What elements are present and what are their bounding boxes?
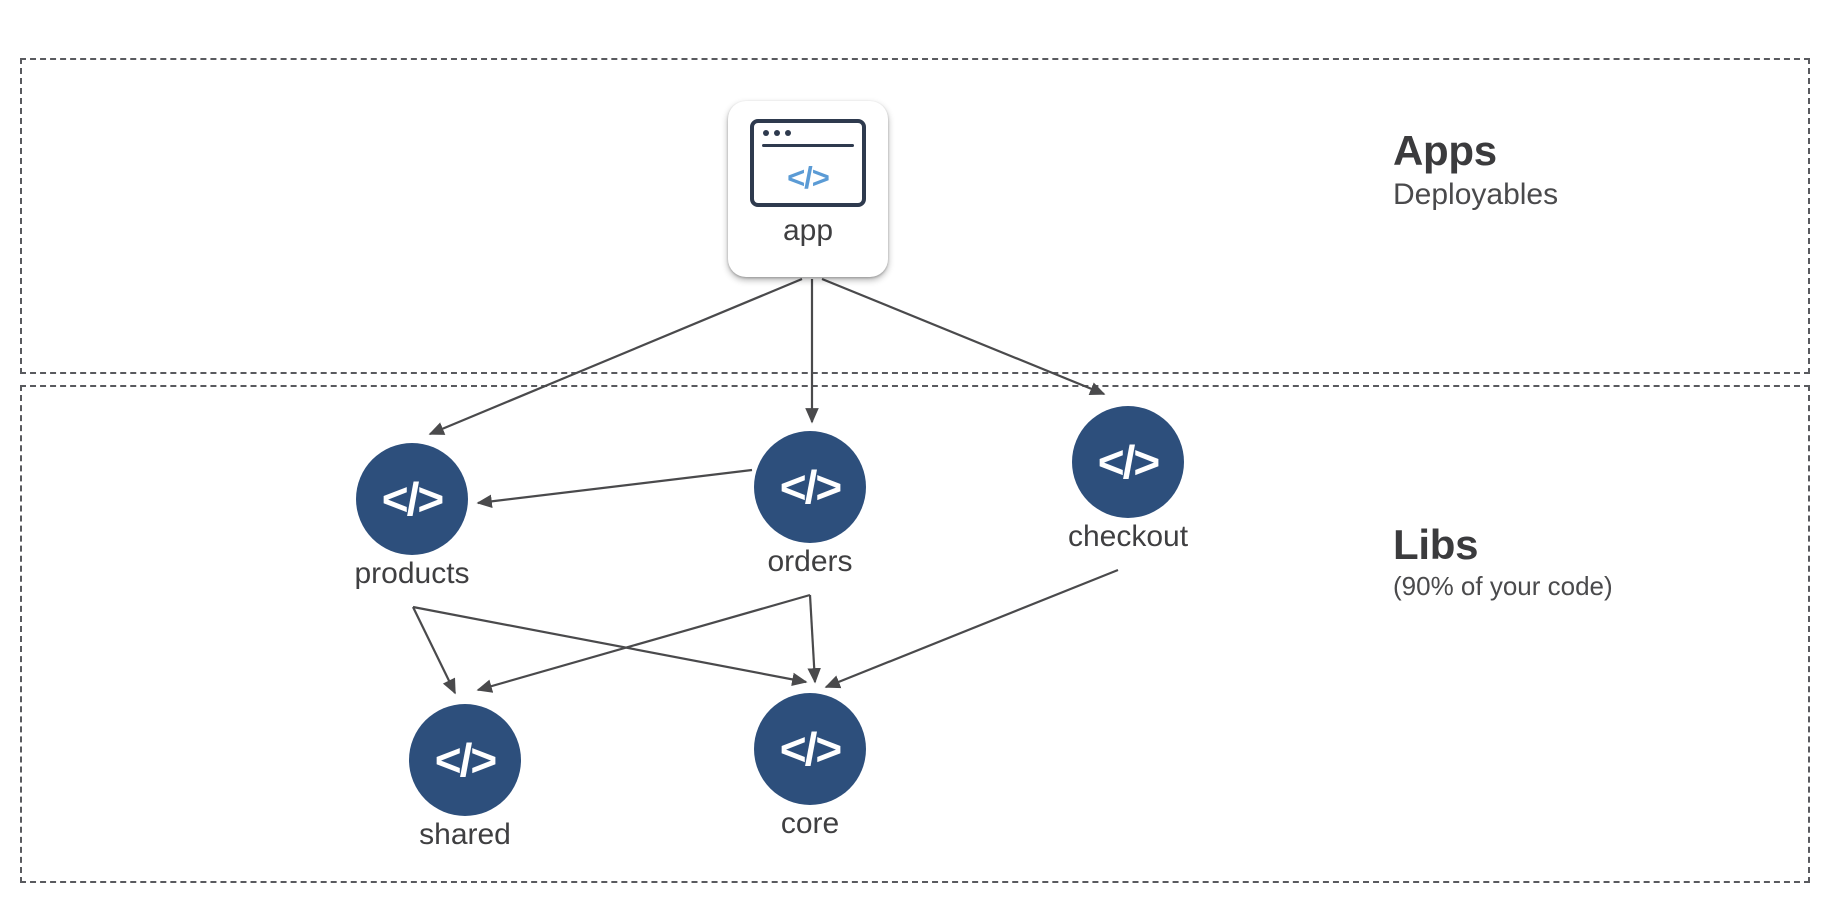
lib-node-shared-label: shared (419, 818, 511, 851)
lib-node-core[interactable]: </> core (754, 693, 866, 839)
group-box-apps (20, 58, 1810, 374)
code-brackets-icon: </> (409, 704, 521, 816)
lib-node-products[interactable]: </> products (354, 443, 470, 589)
lib-node-checkout[interactable]: </> checkout (1068, 406, 1188, 552)
window-titlebar-divider (762, 144, 854, 147)
group-box-libs (20, 385, 1810, 883)
lib-node-checkout-label: checkout (1067, 520, 1189, 553)
code-brackets-icon: </> (754, 693, 866, 805)
browser-window-code-icon: </> (750, 119, 866, 207)
app-node[interactable]: </> app (728, 101, 888, 277)
group-caption-libs: Libs (90% of your code) (1393, 522, 1613, 603)
code-brackets-icon: </> (754, 431, 866, 543)
code-brackets-glyph: </> (787, 159, 830, 195)
apps-title: Apps (1393, 127, 1497, 174)
code-brackets-icon: </> (1072, 406, 1184, 518)
lib-node-orders[interactable]: </> orders (754, 431, 866, 577)
app-node-label: app (782, 214, 834, 247)
libs-subtitle: (90% of your code) (1393, 571, 1613, 602)
lib-node-products-label: products (354, 557, 470, 590)
code-brackets-icon: </> (356, 443, 468, 555)
lib-node-shared[interactable]: </> shared (409, 704, 521, 850)
apps-subtitle: Deployables (1393, 178, 1559, 212)
window-dots-icon (763, 130, 791, 136)
group-caption-apps: Apps Deployables (1393, 128, 1558, 213)
lib-node-orders-label: orders (767, 545, 853, 578)
lib-node-core-label: core (780, 807, 840, 840)
libs-title: Libs (1393, 521, 1479, 568)
